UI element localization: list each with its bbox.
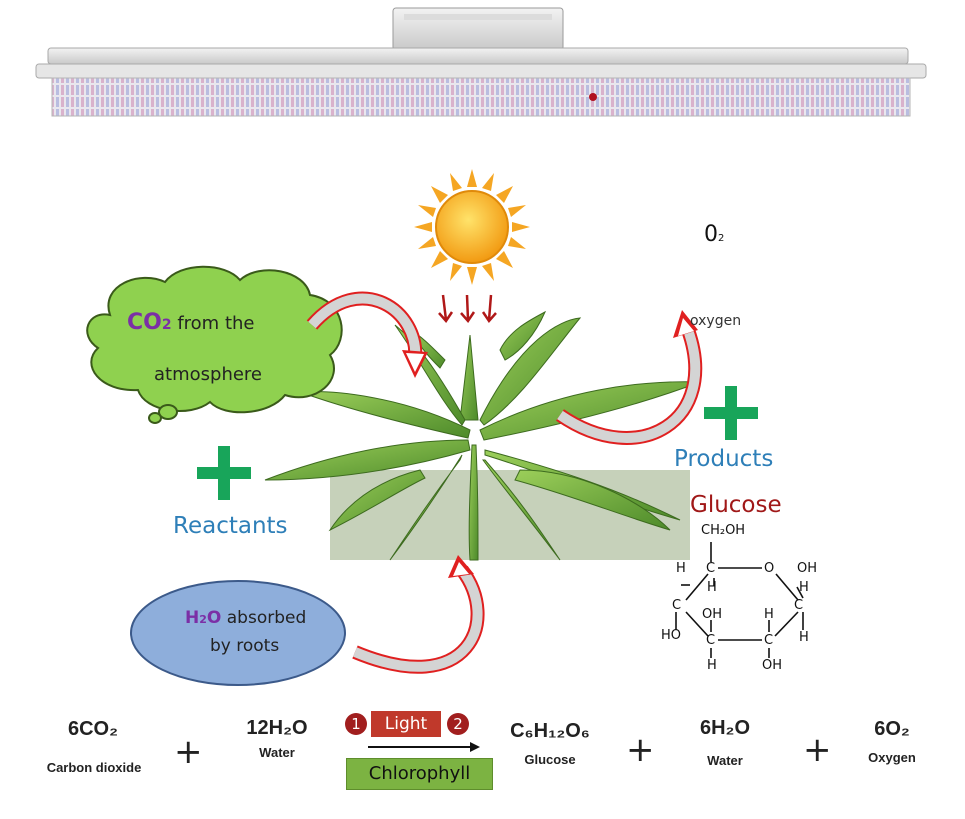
chlorophyll-box: Chlorophyll (346, 758, 493, 790)
cannabis-plant-icon (264, 310, 701, 561)
eq-plus-2: + (626, 730, 655, 770)
eq-water-name: Water (259, 745, 295, 760)
h2o-sub: 2 (199, 613, 207, 626)
eq-plus-1: + (174, 732, 203, 772)
glucose-ho-left: HO (661, 628, 682, 643)
glucose-c-left: C (672, 598, 682, 613)
glucose-oh-bottom-left-top: OH (702, 607, 723, 622)
glucose-oh-bottom-right: OH (762, 658, 783, 673)
plus-reactants-icon (197, 446, 251, 500)
o2-label: 02 (704, 222, 724, 247)
glucose-c-right: C (794, 598, 804, 613)
step-1-badge: 1 (345, 713, 367, 735)
eq-glucose-name: Glucose (524, 752, 576, 767)
glucose-h-left-top: H (676, 561, 686, 576)
co2-cloud-text: CO2 from the (127, 310, 254, 335)
glucose-oh-right: OH (797, 561, 818, 576)
light-box: Light (371, 711, 441, 737)
eq-water: 12H₂O (246, 717, 308, 739)
glucose-h-right: H (799, 580, 809, 595)
eq-co2-name: Carbon dioxide (46, 760, 142, 775)
eq-glucose: C₆H₁₂O₆ (510, 720, 590, 742)
reaction-arrow (368, 742, 480, 752)
o2-label-sub: 2 (718, 233, 725, 244)
glucose-o-ring: O (764, 561, 775, 576)
eq-oxygen-name: Oxygen (868, 750, 916, 765)
eq-co2: 6CO₂ (67, 718, 118, 740)
co2-rest: from the (171, 313, 255, 334)
o2-label-main: 0 (704, 222, 718, 247)
co2-cloud (86, 265, 343, 424)
glucose-ring (675, 542, 804, 658)
glucose-h-bottom-left: H (707, 658, 717, 673)
glucose-c-bottom-right: C (764, 633, 774, 648)
products-label: Products (674, 446, 774, 472)
co2-arrow (306, 291, 428, 378)
eq-water2: 6H₂O (699, 717, 750, 739)
glucose-h-bottom-right-top: H (764, 607, 774, 622)
co2-sub: 2 (161, 317, 172, 333)
glucose-h-right-lower: H (799, 630, 809, 645)
sun-icon (414, 169, 530, 285)
h2o-line2: by roots (210, 636, 280, 656)
led-grow-light-icon (35, 7, 927, 117)
sunlight-arrows (438, 294, 497, 324)
h2o-ellipse (130, 580, 346, 686)
glucose-ch2oh: CH₂OH (701, 523, 746, 538)
step-2-badge: 2 (447, 713, 469, 735)
reactants-label: Reactants (173, 513, 288, 539)
glucose-h-under-ctl: H (707, 580, 717, 595)
h2o-h: H (185, 608, 200, 628)
h2o-arrow (352, 555, 485, 674)
oxygen-arrow (556, 310, 703, 445)
h2o-rest: absorbed (221, 608, 307, 628)
eq-oxygen: 6O₂ (874, 718, 910, 740)
eq-plus-3: + (803, 730, 832, 770)
co2-line2: atmosphere (154, 364, 262, 385)
eq-water2-name: Water (707, 753, 743, 768)
h2o-text: H2O absorbed (185, 608, 306, 628)
co2-main: CO (127, 310, 162, 335)
h2o-o: O (206, 608, 222, 628)
plus-products-icon (704, 386, 758, 440)
oxygen-label: oxygen (690, 313, 742, 329)
glucose-label: Glucose (690, 492, 782, 518)
glucose-c-top-left: C (706, 561, 716, 576)
glucose-c-bottom-left: C (706, 633, 716, 648)
